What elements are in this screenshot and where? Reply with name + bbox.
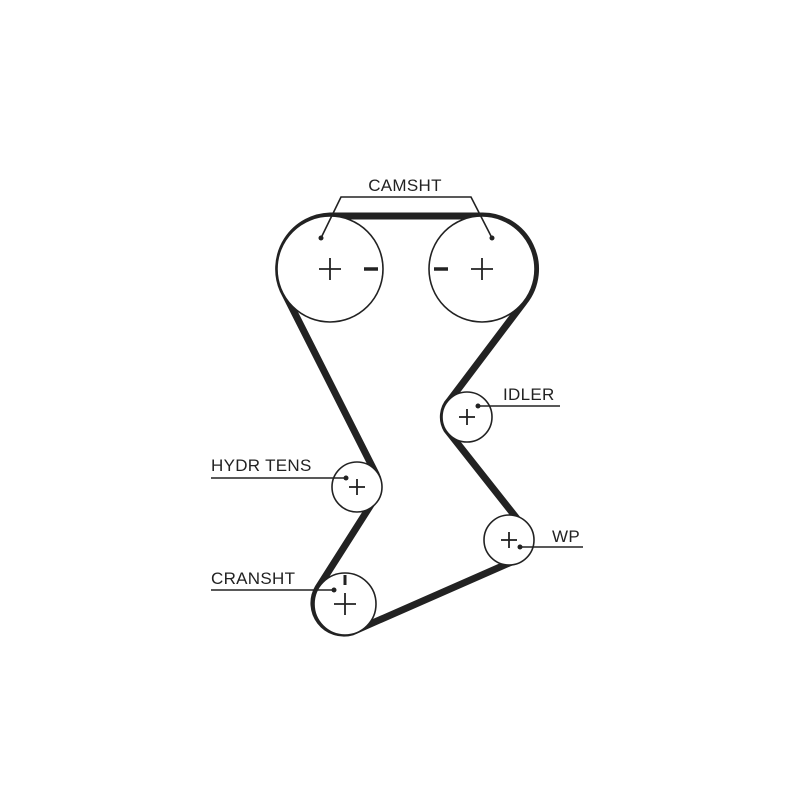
idler-label: IDLER [503, 385, 555, 404]
crankshaft-label: CRANSHT [211, 569, 295, 588]
idler-pulley [441, 391, 493, 443]
hydraulic-tensioner-label: HYDR TENS [211, 456, 312, 475]
crankshaft-callout: CRANSHT [211, 569, 337, 593]
crankshaft-pulley [313, 572, 377, 636]
camshaft-pulley-left [276, 215, 384, 323]
hydraulic-tensioner-callout: HYDR TENS [211, 456, 349, 481]
water-pump-label: WP [552, 527, 580, 546]
water-pump-pulley [483, 514, 535, 566]
water-pump-callout: WP [517, 527, 583, 550]
idler-callout: IDLER [475, 385, 560, 409]
hydraulic-tensioner-pulley [331, 461, 383, 513]
camshaft-callout: CAMSHT [318, 176, 495, 241]
camshaft-label: CAMSHT [368, 176, 442, 195]
camshaft-pulley-right [428, 215, 536, 323]
